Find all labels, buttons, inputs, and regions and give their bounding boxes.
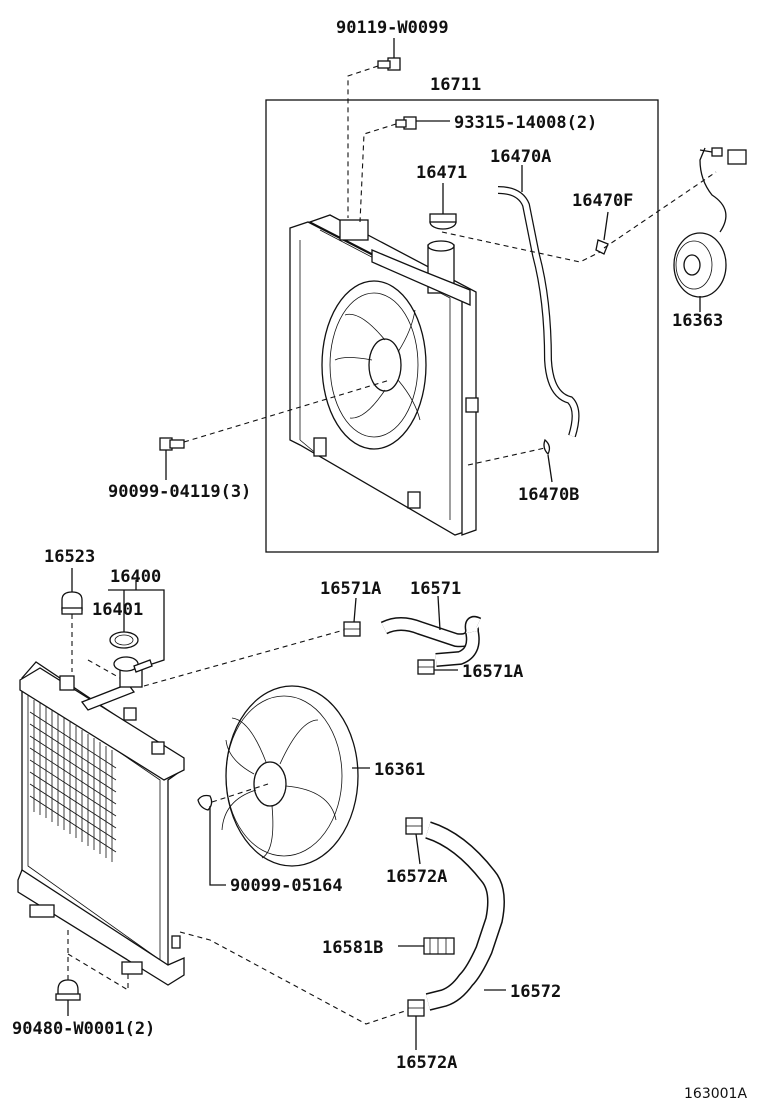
dash-clip-b: [467, 447, 546, 466]
label-clip-b: 16470B: [518, 485, 579, 505]
dash-fan-nut: [211, 783, 269, 803]
diagram-id: 163001A: [684, 1086, 747, 1102]
label-motor: 16363: [672, 311, 723, 331]
screw-left: [159, 437, 185, 451]
label-screw-top: 93315-14008(2): [454, 113, 597, 133]
leader-upper-hose: [437, 595, 441, 631]
dash-screw-top: [359, 123, 397, 223]
lower-hose-clamp-2: [407, 999, 425, 1017]
label-reservoir-cap: 16471: [416, 163, 467, 183]
label-hose-reservoir: 16470A: [490, 147, 551, 167]
reservoir-cap: [429, 213, 457, 230]
dash-cap-clip: [441, 231, 601, 263]
lower-hose: [425, 821, 505, 1011]
label-upper-clamp-2: 16571A: [462, 662, 523, 682]
label-lower-clamp-1: 16572A: [386, 867, 447, 887]
leader-upper-clamp-1: [353, 597, 357, 623]
lower-hose-clamp-1: [405, 817, 423, 835]
label-fan-nut: 90099-05164: [230, 876, 343, 896]
label-bottom-cushion: 90480-W0001(2): [12, 1019, 155, 1039]
bolt-top: [377, 57, 401, 71]
radiator: [17, 661, 185, 986]
dash-cap-gasket: [87, 659, 121, 679]
label-radiator-cap-gasket: 16401: [92, 600, 143, 620]
clip-f: [595, 239, 609, 255]
label-screw-left: 90099-04119(3): [108, 482, 251, 502]
shroud-fan: [321, 280, 427, 450]
dash-lower-hose: [179, 931, 409, 1025]
label-lower-clip: 16581B: [322, 938, 383, 958]
screw-top: [395, 116, 417, 130]
leader-fan-nut: [209, 806, 226, 886]
label-shroud: 16711: [430, 75, 481, 95]
leader-clip-f: [603, 211, 609, 241]
label-bolt-top: 90119-W0099: [336, 18, 449, 38]
radiator-core: [29, 700, 117, 862]
label-clip-f: 16470F: [572, 191, 633, 211]
upper-hose: [380, 615, 482, 667]
upper-hose-clamp-1: [343, 621, 361, 637]
lower-clip: [423, 937, 455, 955]
upper-hose-clamp-2: [417, 659, 435, 675]
dash-bottom-cushion-2: [67, 953, 129, 991]
dash-upper-hose: [143, 629, 345, 687]
radiator-cap-gasket: [109, 631, 139, 649]
shroud-group-box: [265, 99, 659, 553]
dash-bolt-top: [347, 65, 379, 218]
fan-nut: [197, 794, 213, 811]
radiator-cap: [113, 656, 153, 673]
label-radiator-cap-assy: 16400: [110, 567, 161, 587]
fan-motor: [673, 147, 747, 298]
leader-lower-clamp-1: [415, 833, 421, 865]
bottom-cushion: [55, 979, 81, 1001]
dash-motor: [603, 171, 717, 249]
label-cushion: 16523: [44, 547, 95, 567]
label-fan: 16361: [374, 760, 425, 780]
label-upper-clamp-1: 16571A: [320, 579, 381, 599]
cushion-top: [61, 591, 83, 615]
label-upper-hose: 16571: [410, 579, 461, 599]
clip-b: [543, 438, 551, 456]
label-lower-clamp-2: 16572A: [396, 1053, 457, 1073]
label-lower-hose: 16572: [510, 982, 561, 1002]
leader-clip-b: [547, 454, 553, 483]
cooling-fan: [221, 685, 359, 867]
